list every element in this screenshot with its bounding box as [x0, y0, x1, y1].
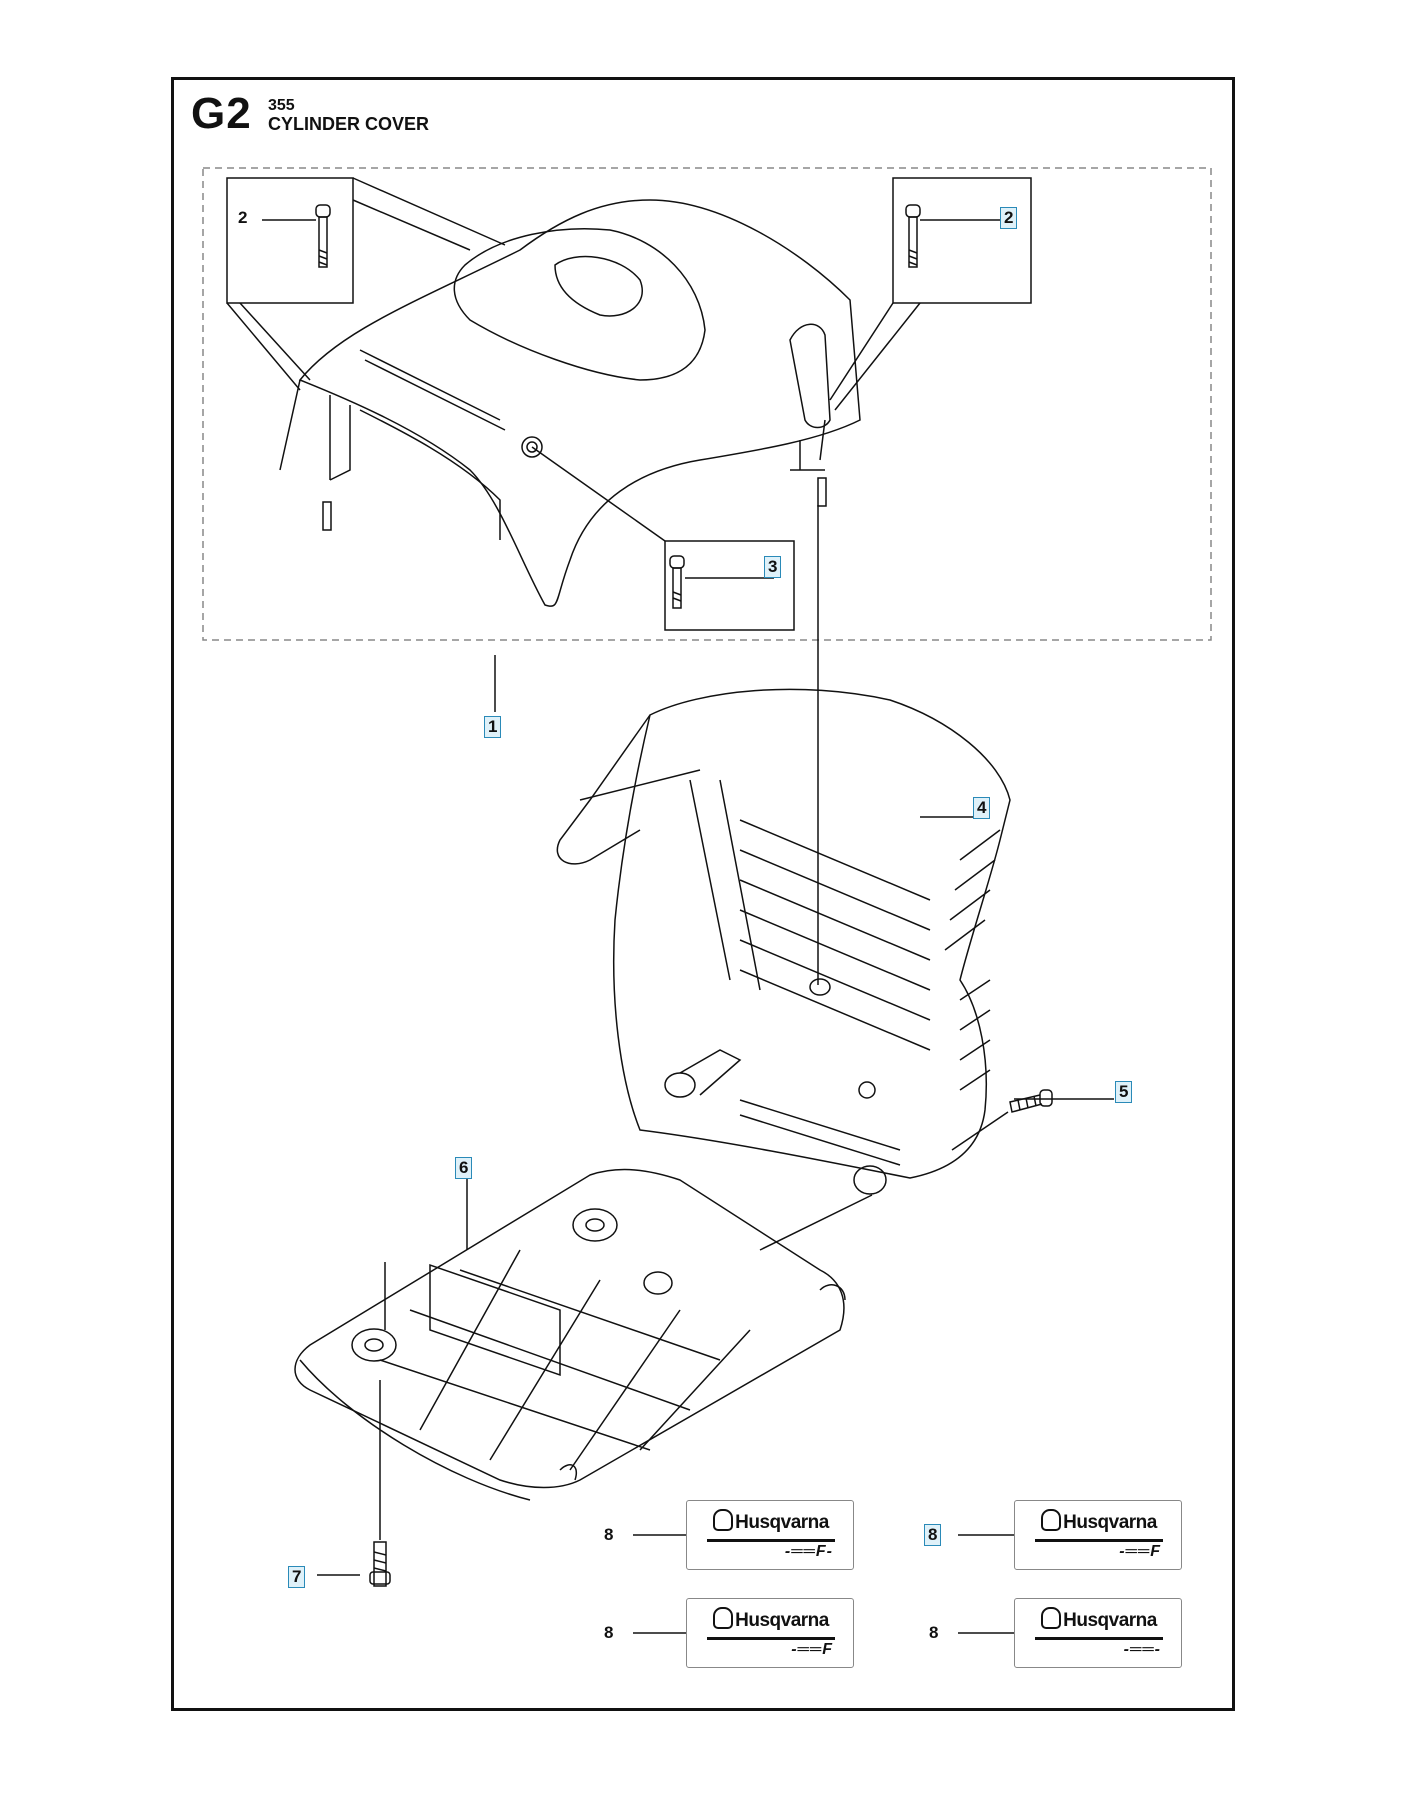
decal-rule — [1035, 1637, 1163, 1640]
page-title: CYLINDER COVER — [268, 114, 430, 134]
husqvarna-crown-icon — [1041, 1509, 1062, 1531]
decal-rule — [1035, 1539, 1163, 1542]
decal-part-8c: Husqvarna -══F — [686, 1598, 854, 1668]
starter-cover-part — [556, 688, 1011, 1195]
cylinder-cover-part — [279, 199, 861, 607]
assembly-group-box — [202, 167, 1212, 641]
decal-rule — [707, 1637, 835, 1640]
callout-5[interactable]: 5 — [1115, 1081, 1133, 1103]
screw-part-5 — [1009, 1089, 1053, 1113]
decal-brand-text: Husqvarna — [1063, 1610, 1157, 1631]
decal-model-mark: -══F — [1119, 1543, 1161, 1560]
decal-brand-text: Husqvarna — [735, 1512, 829, 1533]
decal-rule — [707, 1539, 835, 1542]
section-code: G2 — [191, 89, 252, 138]
callout-1[interactable]: 1 — [484, 716, 502, 738]
decal-model-mark: -══- — [1123, 1641, 1161, 1658]
decal-model-mark: -══F — [791, 1641, 833, 1658]
callout-4[interactable]: 4 — [973, 797, 991, 819]
callout-3[interactable]: 3 — [764, 556, 782, 578]
bottom-plate-part — [294, 1168, 846, 1501]
screw-part-2a — [315, 204, 331, 268]
screw-part-3 — [669, 555, 685, 609]
model-number: 355 — [268, 97, 295, 114]
callout-8a: 8 — [604, 1525, 614, 1544]
decal-model-mark: -══F- — [784, 1543, 833, 1560]
diagram-frame — [171, 77, 1235, 1711]
callout-8c: 8 — [604, 1623, 614, 1642]
husqvarna-crown-icon — [713, 1607, 734, 1629]
screw-part-2b — [905, 204, 921, 268]
callout-8d: 8 — [929, 1623, 939, 1642]
decal-brand-text: Husqvarna — [735, 1610, 829, 1631]
decal-part-8b: Husqvarna -══F — [1014, 1500, 1182, 1570]
husqvarna-crown-icon — [713, 1509, 734, 1531]
callout-8b[interactable]: 8 — [924, 1524, 942, 1546]
callout-7[interactable]: 7 — [288, 1566, 306, 1588]
decal-part-8d: Husqvarna -══- — [1014, 1598, 1182, 1668]
callout-2b[interactable]: 2 — [1000, 207, 1018, 229]
callout-2a: 2 — [238, 208, 248, 227]
decal-part-8a: Husqvarna -══F- — [686, 1500, 854, 1570]
husqvarna-crown-icon — [1041, 1607, 1062, 1629]
screw-part-7 — [369, 1541, 391, 1587]
decal-brand-text: Husqvarna — [1063, 1512, 1157, 1533]
callout-6[interactable]: 6 — [455, 1157, 473, 1179]
